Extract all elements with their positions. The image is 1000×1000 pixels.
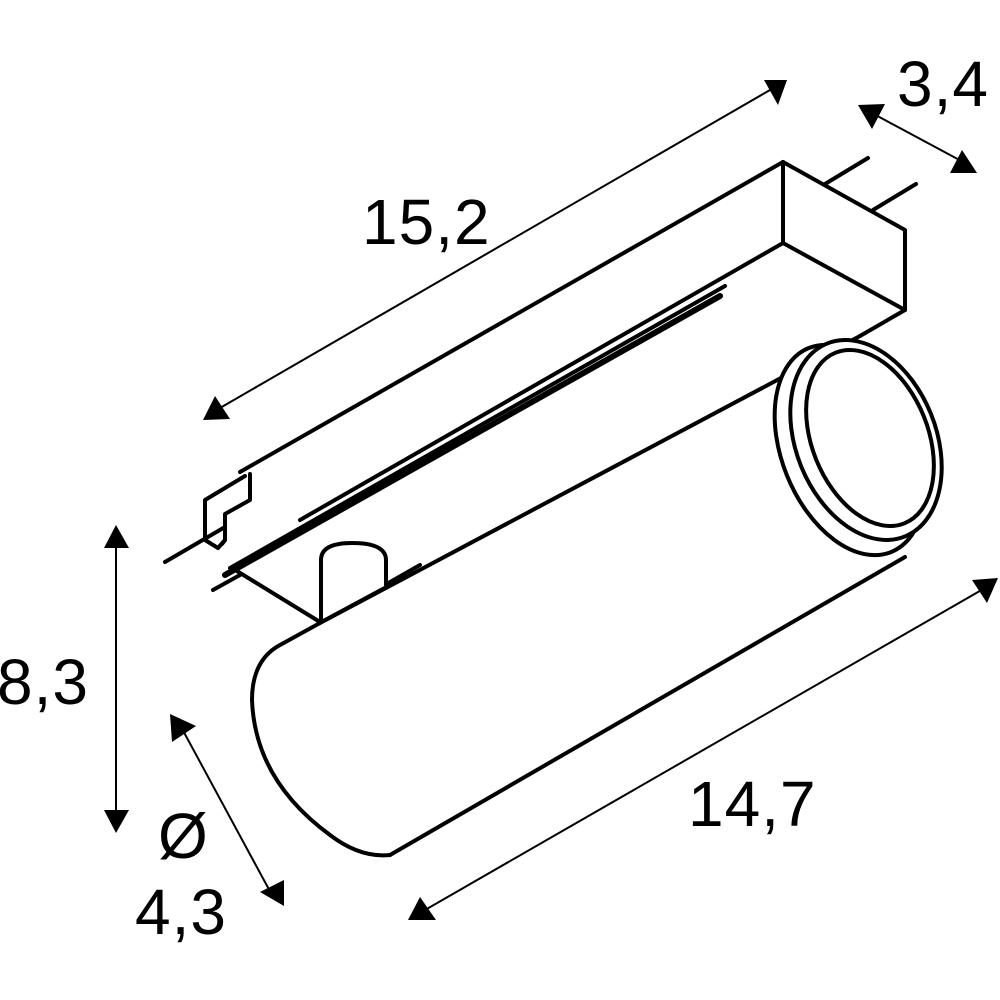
track-adapter [163, 156, 918, 624]
label-length-adapter: 15,2 [362, 186, 491, 258]
label-length-cylinder: 14,7 [688, 768, 817, 840]
label-height-total: 8,3 [0, 646, 89, 718]
dimension-line-width-adapter [858, 104, 977, 173]
stem-connector [319, 541, 388, 622]
label-diameter-symbol: Ø [158, 800, 209, 872]
label-diameter: 4,3 [135, 876, 227, 948]
cylinder-body [250, 334, 907, 858]
dimension-line-length-cylinder [408, 578, 998, 920]
lens-ring [772, 338, 944, 558]
dimension-line-diameter [170, 714, 284, 906]
label-width-adapter: 3,4 [897, 48, 989, 120]
dimension-line-height [104, 525, 129, 833]
dimension-line-length-adapter [203, 80, 787, 420]
